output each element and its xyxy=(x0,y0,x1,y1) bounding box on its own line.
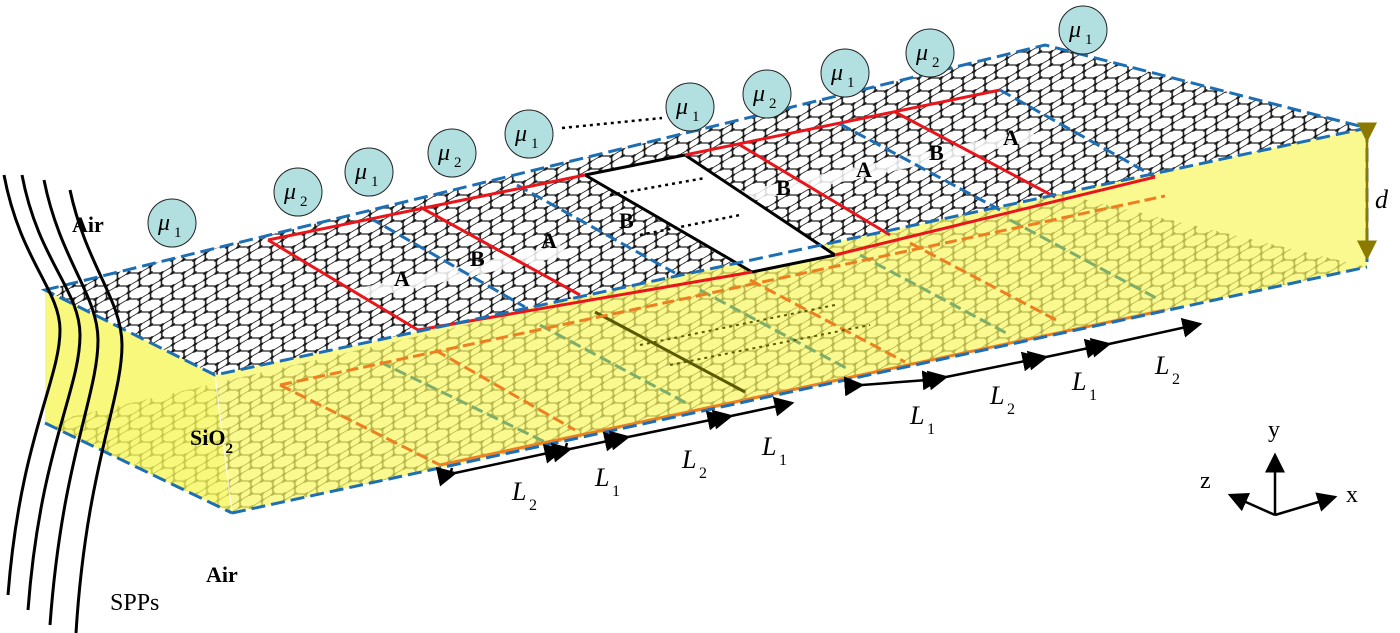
svg-text:1: 1 xyxy=(847,75,855,91)
svg-text:L: L xyxy=(989,381,1004,410)
svg-text:μ: μ xyxy=(437,140,450,166)
svg-text:2: 2 xyxy=(769,96,777,112)
gap-ab-2 xyxy=(700,130,1040,210)
svg-text:μ: μ xyxy=(354,159,367,185)
svg-text:L: L xyxy=(1071,367,1086,396)
svg-text:1: 1 xyxy=(612,483,620,500)
sio2-label: SiO2 xyxy=(190,425,233,457)
svg-text:μ: μ xyxy=(157,210,170,236)
svg-text:L: L xyxy=(909,401,924,430)
segment-label-a-2: A xyxy=(541,228,557,253)
mu-ellipsis xyxy=(561,116,663,130)
thickness-label: d xyxy=(1375,185,1389,214)
svg-text:1: 1 xyxy=(927,421,935,438)
svg-text:2: 2 xyxy=(454,155,462,171)
svg-text:1: 1 xyxy=(692,109,700,125)
svg-text:2: 2 xyxy=(699,465,707,482)
segment-label-b-4: B xyxy=(929,140,944,165)
axis-y-label: y xyxy=(1268,417,1280,443)
slab-right-face xyxy=(215,128,1367,513)
svg-text:L: L xyxy=(681,445,696,474)
top-period-boundaries xyxy=(267,88,1156,332)
svg-text:2: 2 xyxy=(932,55,940,71)
svg-text:L: L xyxy=(594,463,609,492)
svg-text:μ: μ xyxy=(283,179,296,205)
spp-field-curves xyxy=(2,174,124,633)
length-arrows-near xyxy=(435,396,795,487)
svg-text:1: 1 xyxy=(1085,32,1093,48)
svg-text:1: 1 xyxy=(174,225,182,241)
svg-text:2: 2 xyxy=(300,194,308,210)
segment-label-b-3: B xyxy=(776,175,791,200)
slab-front-face xyxy=(45,290,232,513)
axis-z-label: z xyxy=(1200,468,1211,494)
segment-labels: A B A B B A B A xyxy=(394,125,1019,291)
svg-text:L: L xyxy=(511,477,526,506)
svg-text:μ: μ xyxy=(675,94,688,120)
svg-text:1: 1 xyxy=(1089,387,1097,404)
sio2-slab xyxy=(45,128,1367,514)
thickness-marker: d xyxy=(1357,122,1389,261)
svg-text:L: L xyxy=(761,432,776,461)
segment-label-a-1: A xyxy=(394,266,410,291)
svg-text:μ: μ xyxy=(1068,17,1081,43)
svg-text:μ: μ xyxy=(514,121,527,147)
spps-label: SPPs xyxy=(110,590,159,616)
segment-label-a-4: A xyxy=(1003,125,1019,150)
svg-text:L: L xyxy=(1154,351,1169,380)
svg-text:2: 2 xyxy=(529,497,537,514)
svg-text:2: 2 xyxy=(1172,371,1180,388)
svg-text:μ: μ xyxy=(830,60,843,86)
svg-text:μ: μ xyxy=(752,81,765,107)
air-top-label: Air xyxy=(72,212,104,237)
svg-text:1: 1 xyxy=(371,174,379,190)
length-arrows-far xyxy=(843,317,1203,397)
axis-x-label: x xyxy=(1346,482,1358,508)
segment-label-a-3: A xyxy=(856,157,872,182)
segment-label-b-1: B xyxy=(470,246,485,271)
svg-text:μ: μ xyxy=(915,40,928,66)
svg-text:2: 2 xyxy=(1007,401,1015,418)
coordinate-axes xyxy=(1227,452,1338,517)
segment-label-b-2: B xyxy=(619,208,634,233)
svg-text:1: 1 xyxy=(779,452,787,469)
svg-text:1: 1 xyxy=(531,136,539,152)
removed-segment xyxy=(585,155,835,272)
air-bottom-label: Air xyxy=(206,562,238,587)
top-graphene-sheet xyxy=(45,45,1367,375)
